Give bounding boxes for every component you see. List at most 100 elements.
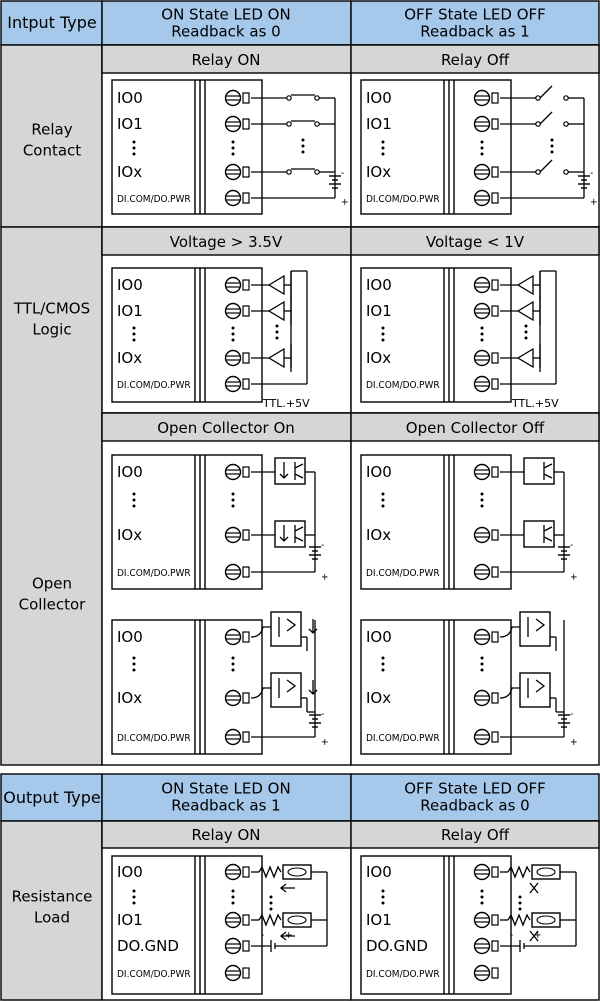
battery-icon bbox=[558, 714, 570, 728]
ellipsis-dot bbox=[301, 144, 305, 148]
relay-coil-icon bbox=[531, 864, 561, 880]
contact-icon bbox=[563, 169, 569, 175]
ttl-5v-label: TTL.+5V bbox=[262, 397, 310, 410]
ellipsis-dot bbox=[275, 336, 279, 340]
ellipsis-dot bbox=[381, 492, 385, 496]
ellipsis-dot bbox=[524, 330, 528, 334]
ellipsis-dot bbox=[269, 895, 273, 899]
battery-minus: - bbox=[321, 709, 324, 720]
ellipsis-dot bbox=[480, 326, 484, 330]
resistor-icon bbox=[258, 865, 282, 879]
pin-label-iox: IOx bbox=[366, 349, 391, 367]
battery-plus: + bbox=[321, 572, 329, 583]
pin-label-pwr: DI.COM/DO.PWR bbox=[117, 380, 191, 391]
wire bbox=[499, 687, 520, 699]
ellipsis-dot bbox=[381, 895, 385, 899]
optocoupler-icon bbox=[274, 520, 306, 548]
relay-coil-icon bbox=[282, 912, 312, 928]
optocoupler-icon bbox=[270, 611, 302, 647]
ellipsis-dot bbox=[132, 668, 136, 672]
contact-icon bbox=[286, 95, 292, 101]
screw-terminal-icon bbox=[224, 937, 250, 955]
screw-terminal-icon bbox=[473, 728, 499, 746]
battery-plus: + bbox=[570, 737, 578, 748]
battery-icon bbox=[578, 175, 590, 189]
oc-off-diagram: IO0IOxDI.COM/DO.PWR-+IO0IOxDI.COM/DO.PWR… bbox=[360, 454, 578, 755]
ellipsis-dot bbox=[231, 492, 235, 496]
ellipsis-dot bbox=[132, 492, 136, 496]
ellipsis-dot bbox=[301, 138, 305, 142]
sub-header-cell bbox=[101, 44, 352, 74]
transistor-icon bbox=[278, 678, 297, 698]
screw-terminal-icon bbox=[224, 728, 250, 746]
ellipsis-dot bbox=[231, 140, 235, 144]
ellipsis-dot bbox=[269, 901, 273, 905]
pin-label-pwr: DI.COM/DO.PWR bbox=[366, 194, 440, 205]
header-cell bbox=[0, 0, 103, 46]
contact-icon bbox=[535, 95, 541, 101]
pin-label-iox: IOx bbox=[117, 526, 142, 544]
battery-minus: - bbox=[341, 168, 344, 179]
pin-label-pwr: DI.COM/DO.PWR bbox=[366, 568, 440, 579]
pin-label-iox: IOx bbox=[117, 689, 142, 707]
battery-minus: - bbox=[590, 168, 593, 179]
pin-label-io0: IO0 bbox=[117, 89, 143, 107]
ellipsis-dot bbox=[518, 907, 522, 911]
resistor-icon bbox=[507, 865, 531, 879]
ellipsis-dot bbox=[480, 498, 484, 502]
ellipsis-dot bbox=[301, 150, 305, 154]
ellipsis-dot bbox=[480, 492, 484, 496]
header-cell bbox=[350, 0, 600, 46]
relay-coil-icon bbox=[531, 912, 561, 928]
screw-terminal-icon bbox=[224, 526, 250, 544]
screw-terminal-icon bbox=[224, 863, 250, 881]
screw-terminal-icon bbox=[473, 526, 499, 544]
sub-header-cell bbox=[350, 820, 600, 849]
screw-terminal-icon bbox=[473, 863, 499, 881]
screw-terminal-icon bbox=[473, 964, 499, 982]
ellipsis-dot bbox=[480, 889, 484, 893]
relay-off-subheader: Relay Off bbox=[441, 51, 510, 69]
screw-terminal-icon bbox=[473, 349, 499, 367]
sub-header-cell bbox=[350, 44, 600, 74]
arrow-left-icon bbox=[279, 883, 295, 893]
transistor-icon bbox=[543, 525, 553, 543]
screw-terminal-icon bbox=[224, 163, 250, 181]
screw-terminal-icon bbox=[473, 89, 499, 107]
ellipsis-dot bbox=[381, 889, 385, 893]
oc-on-subheader: Open Collector On bbox=[157, 419, 295, 437]
relay-on-subheader: Relay ON bbox=[191, 51, 260, 69]
contact-icon bbox=[535, 121, 541, 127]
battery-minus: - bbox=[570, 709, 573, 720]
wire bbox=[539, 111, 553, 125]
optocoupler-icon bbox=[523, 457, 555, 485]
screw-terminal-icon bbox=[473, 911, 499, 929]
pin-label-io1: IO1 bbox=[117, 302, 143, 320]
ellipsis-dot bbox=[381, 668, 385, 672]
wire bbox=[539, 85, 553, 99]
ellipsis-dot bbox=[231, 504, 235, 508]
ellipsis-dot bbox=[524, 336, 528, 340]
screw-terminal-icon bbox=[473, 937, 499, 955]
row-label-cell bbox=[0, 820, 103, 1001]
ellipsis-dot bbox=[132, 140, 136, 144]
ellipsis-dot bbox=[518, 901, 522, 905]
battery-icon bbox=[309, 714, 321, 728]
battery-minus: - bbox=[510, 930, 513, 941]
input-type-header: Intput Type bbox=[7, 13, 97, 32]
ellipsis-dot bbox=[231, 901, 235, 905]
ellipsis-dot bbox=[231, 146, 235, 150]
ellipsis-dot bbox=[132, 498, 136, 502]
pin-label-io0: IO0 bbox=[366, 863, 392, 881]
pin-label-io0: IO0 bbox=[366, 463, 392, 481]
pin-label-io0: IO0 bbox=[117, 463, 143, 481]
contact-icon bbox=[286, 121, 292, 127]
